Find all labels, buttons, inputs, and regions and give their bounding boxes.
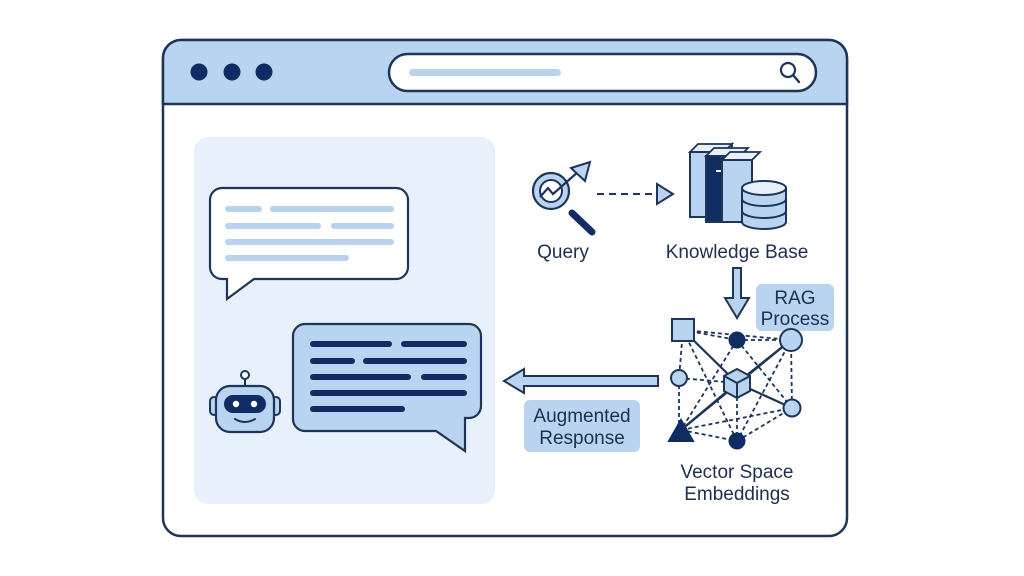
window-dot-1[interactable]	[190, 63, 208, 81]
rag-label-line2: Process	[761, 309, 830, 330]
query-icon	[531, 160, 596, 236]
address-bar[interactable]	[387, 52, 818, 93]
node-dark-top	[728, 331, 746, 349]
user-message-lines	[225, 206, 394, 261]
cube-icon	[723, 367, 751, 400]
search-icon[interactable]	[779, 61, 801, 84]
vector-space-network	[667, 318, 803, 450]
chat-panel	[194, 137, 495, 504]
query-label: Query	[537, 242, 589, 263]
rag-process-badge: RAG Process	[756, 284, 834, 331]
bot-response-bubble	[291, 322, 483, 454]
user-message-bubble	[208, 186, 410, 302]
robot-icon	[209, 370, 281, 434]
node-large-circle	[779, 328, 803, 352]
knowledge-base-icon	[687, 141, 787, 230]
knowledge-base-label: Knowledge Base	[666, 242, 809, 263]
node-square	[671, 318, 695, 342]
vector-label-line1: Vector Space	[680, 462, 793, 483]
database-icon	[741, 180, 787, 230]
node-dark-bottom	[728, 432, 746, 450]
address-placeholder	[409, 69, 561, 76]
query-to-kb-arrow	[597, 182, 675, 206]
node-triangle	[667, 417, 695, 442]
rag-label-line1: RAG	[774, 288, 815, 309]
response-arrow	[502, 367, 659, 395]
vector-label-line2: Embeddings	[684, 484, 790, 505]
node-left-circle	[670, 369, 688, 387]
augmented-label-line1: Augmented	[533, 406, 630, 427]
window-dot-2[interactable]	[223, 63, 241, 81]
augmented-response-badge: Augmented Response	[524, 400, 640, 452]
node-right-circle	[782, 398, 802, 418]
bot-response-lines	[310, 341, 467, 412]
augmented-label-line2: Response	[539, 428, 625, 449]
window-dot-3[interactable]	[255, 63, 273, 81]
kb-to-vector-arrow	[723, 267, 751, 320]
